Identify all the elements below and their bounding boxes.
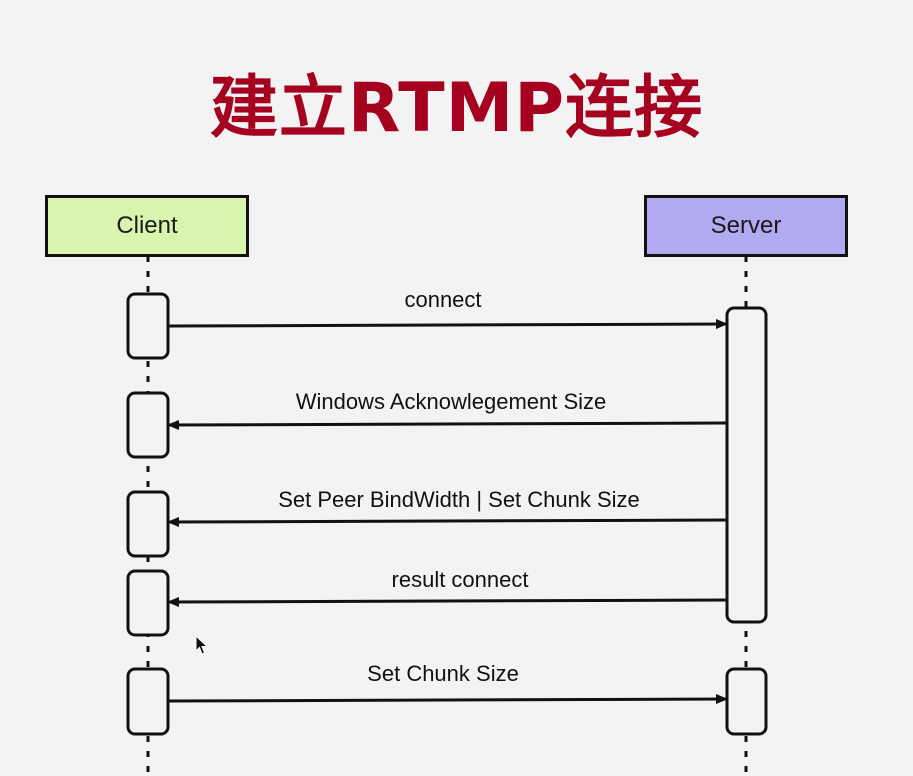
client-activation: [126, 391, 170, 459]
participant-client: Client: [45, 195, 249, 257]
message-label-set-chunk-size: Set Chunk Size: [367, 661, 519, 686]
client-activation: [126, 490, 170, 558]
message-label-connect: connect: [404, 287, 482, 312]
mouse-pointer-icon: [195, 635, 209, 655]
message-arrow-result-connect: [167, 596, 728, 607]
participant-server: Server: [644, 195, 848, 257]
page-title: 建立RTMP连接: [209, 69, 704, 148]
message-label-result-connect: result connect: [391, 567, 529, 592]
server-activation: [725, 306, 768, 624]
participant-server-label: Server: [710, 212, 782, 239]
message-label-peer-bandwidth: Set Peer BindWidth | Set Chunk Size: [278, 487, 640, 512]
message-arrow-peer-bandwidth: [167, 516, 728, 527]
participant-client-label: Client: [116, 212, 178, 239]
client-activation: [126, 292, 170, 360]
client-activation: [126, 569, 170, 637]
message-label-window-ack-size: Windows Acknowlegement Size: [295, 389, 607, 414]
client-activation: [126, 667, 170, 736]
message-arrow-window-ack-size: [167, 419, 728, 430]
message-arrow-set-chunk-size: [167, 694, 728, 705]
server-activation: [725, 667, 768, 736]
message-arrow-connect: [167, 319, 728, 330]
